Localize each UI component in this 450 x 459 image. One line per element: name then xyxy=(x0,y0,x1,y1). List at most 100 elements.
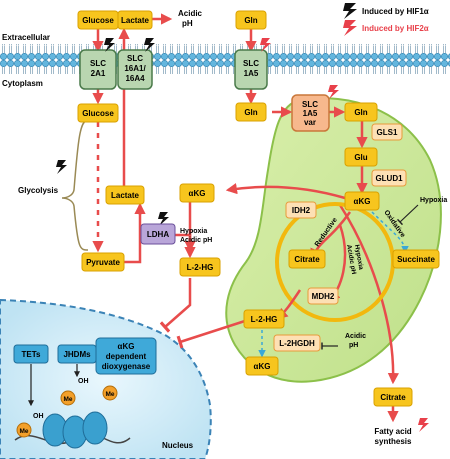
metabolite-glu: Glu xyxy=(344,147,378,167)
svg-text:Pyruvate: Pyruvate xyxy=(86,258,120,267)
oxidative-arrow xyxy=(371,211,409,254)
svg-text:Me: Me xyxy=(105,391,114,398)
svg-text:Citrate: Citrate xyxy=(380,393,406,402)
svg-text:dependent: dependent xyxy=(106,352,147,361)
lightning-bolt-hif1a-icon xyxy=(158,212,169,226)
svg-text:TETs: TETs xyxy=(22,350,42,359)
lightning-bolt-hif1a-icon xyxy=(144,38,155,52)
legend-hif1a-label: Induced by HIF1α xyxy=(362,7,429,16)
transporter-slc1a5: SLC 1A5 xyxy=(234,49,268,90)
svg-text:Fatty acid: Fatty acid xyxy=(374,427,411,436)
lightning-bolt-hif1a-icon xyxy=(104,38,115,52)
akg-dependent-dioxygenase: αKG dependent dioxygenase xyxy=(95,337,157,375)
extracellular-label: Extracellular xyxy=(2,33,50,42)
oh-label: OH xyxy=(78,378,89,385)
lightning-bolt-hif2a-icon xyxy=(343,20,357,36)
lightning-bolt-hif1a-icon xyxy=(343,3,357,19)
lightning-bolt-hif2a-icon xyxy=(328,85,339,99)
glycolysis-label: Glycolysis xyxy=(18,186,59,195)
legend: Induced by HIF1α Induced by HIF2α xyxy=(343,3,429,36)
enzyme-jhdms: JHDMs xyxy=(57,344,97,364)
svg-text:IDH2: IDH2 xyxy=(292,206,311,215)
chromatin xyxy=(14,411,131,449)
svg-text:Acidic: Acidic xyxy=(345,333,366,340)
metabolite-l2hg-cyto: L-2-HG xyxy=(179,257,221,277)
transporter-slc16a1-16a4: SLC 16A1/ 16A4 xyxy=(117,49,153,90)
mitochondrion xyxy=(225,97,442,383)
svg-text:Hypoxia: Hypoxia xyxy=(180,228,207,235)
svg-text:Glu: Glu xyxy=(354,153,367,162)
svg-text:GLS1: GLS1 xyxy=(377,128,398,137)
svg-text:Citrate: Citrate xyxy=(294,255,320,264)
metabolite-lactate-in: Lactate xyxy=(105,185,145,205)
enzyme-tets: TETs xyxy=(13,344,49,364)
metabolite-akg-mito: αKG xyxy=(344,191,380,211)
enzyme-ldha: LDHA xyxy=(140,223,176,245)
svg-text:Gln: Gln xyxy=(244,108,257,117)
svg-text:L-2-HG: L-2-HG xyxy=(187,263,214,272)
svg-text:Succinate: Succinate xyxy=(397,255,435,264)
svg-text:αKG: αKG xyxy=(118,342,135,351)
hypoxia-inhibition xyxy=(397,204,419,226)
svg-text:αKG: αKG xyxy=(354,197,371,206)
svg-text:L-2HGDH: L-2HGDH xyxy=(279,339,315,348)
svg-text:Me: Me xyxy=(19,428,28,435)
cell-membrane xyxy=(0,44,450,74)
svg-text:pH: pH xyxy=(182,19,193,28)
acidic-ph-l2hgdh-label: Acidic pH xyxy=(345,333,366,349)
svg-text:16A1/: 16A1/ xyxy=(124,64,146,73)
enzyme-glud1: GLUD1 xyxy=(371,169,407,187)
svg-text:SLC: SLC xyxy=(90,59,106,68)
methyl-mark: Me xyxy=(60,390,76,406)
svg-text:Gln: Gln xyxy=(244,16,257,25)
svg-text:synthesis: synthesis xyxy=(375,437,412,446)
legend-hif2a-label: Induced by HIF2α xyxy=(362,24,429,33)
fatty-acid-synthesis-label: Fatty acid synthesis xyxy=(374,427,412,446)
svg-text:MDH2: MDH2 xyxy=(312,292,335,301)
svg-text:Hypoxia: Hypoxia xyxy=(353,244,364,270)
svg-text:Glucose: Glucose xyxy=(82,16,114,25)
svg-text:1A5: 1A5 xyxy=(303,109,318,118)
methyl-mark: Me xyxy=(16,422,32,438)
svg-text:LDHA: LDHA xyxy=(147,230,169,239)
svg-text:GLUD1: GLUD1 xyxy=(375,174,403,183)
metabolite-citrate-mito: Citrate xyxy=(288,249,326,269)
lightning-bolt-hif2a-icon xyxy=(418,418,429,432)
metabolite-akg-cyto: αKG xyxy=(179,183,215,203)
svg-text:SLC: SLC xyxy=(302,100,318,109)
metabolite-gln-in: Gln xyxy=(235,102,267,122)
svg-text:Me: Me xyxy=(63,396,72,403)
svg-text:dioxygenase: dioxygenase xyxy=(102,362,151,371)
svg-text:1A5: 1A5 xyxy=(244,69,259,78)
enzyme-idh2: IDH2 xyxy=(285,201,317,219)
metabolite-lactate-out: Lactate xyxy=(117,10,153,30)
glycolysis-brace xyxy=(61,119,89,251)
methyl-mark: Me xyxy=(102,385,118,401)
hypoxia-acidic-ph-ldha-label: Hypoxia Acidic pH xyxy=(180,228,212,244)
svg-text:var: var xyxy=(304,118,316,127)
svg-text:SLC: SLC xyxy=(127,54,143,63)
svg-text:αKG: αKG xyxy=(189,189,206,198)
metabolite-glucose-in: Glucose xyxy=(77,103,119,123)
metabolite-citrate-out: Citrate xyxy=(373,387,413,407)
svg-text:2A1: 2A1 xyxy=(91,69,106,78)
metabolite-glucose-out: Glucose xyxy=(77,10,119,30)
svg-text:16A4: 16A4 xyxy=(125,74,145,83)
svg-text:Lactate: Lactate xyxy=(111,191,140,200)
lightning-bolt-hif1a-icon xyxy=(56,160,67,174)
svg-text:Acidic: Acidic xyxy=(178,9,203,18)
metabolite-akg-mito-2: αKG xyxy=(245,356,279,376)
svg-text:L-2-HG: L-2-HG xyxy=(251,315,278,324)
enzyme-mdh2: MDH2 xyxy=(307,287,339,305)
svg-text:pH: pH xyxy=(349,342,358,349)
transporter-slc2a1: SLC 2A1 xyxy=(79,49,117,90)
metabolite-succinate: Succinate xyxy=(392,249,440,269)
enzyme-l2hgdh: L-2HGDH xyxy=(273,334,321,352)
hypoxia-label: Hypoxia xyxy=(420,197,447,204)
acidic-ph-label: Acidic pH xyxy=(178,9,203,28)
svg-text:SLC: SLC xyxy=(243,59,259,68)
svg-text:Gln: Gln xyxy=(354,108,367,117)
cytoplasm-label: Cytoplasm xyxy=(2,79,43,88)
metabolite-l2hg-mito: L-2-HG xyxy=(243,309,285,329)
